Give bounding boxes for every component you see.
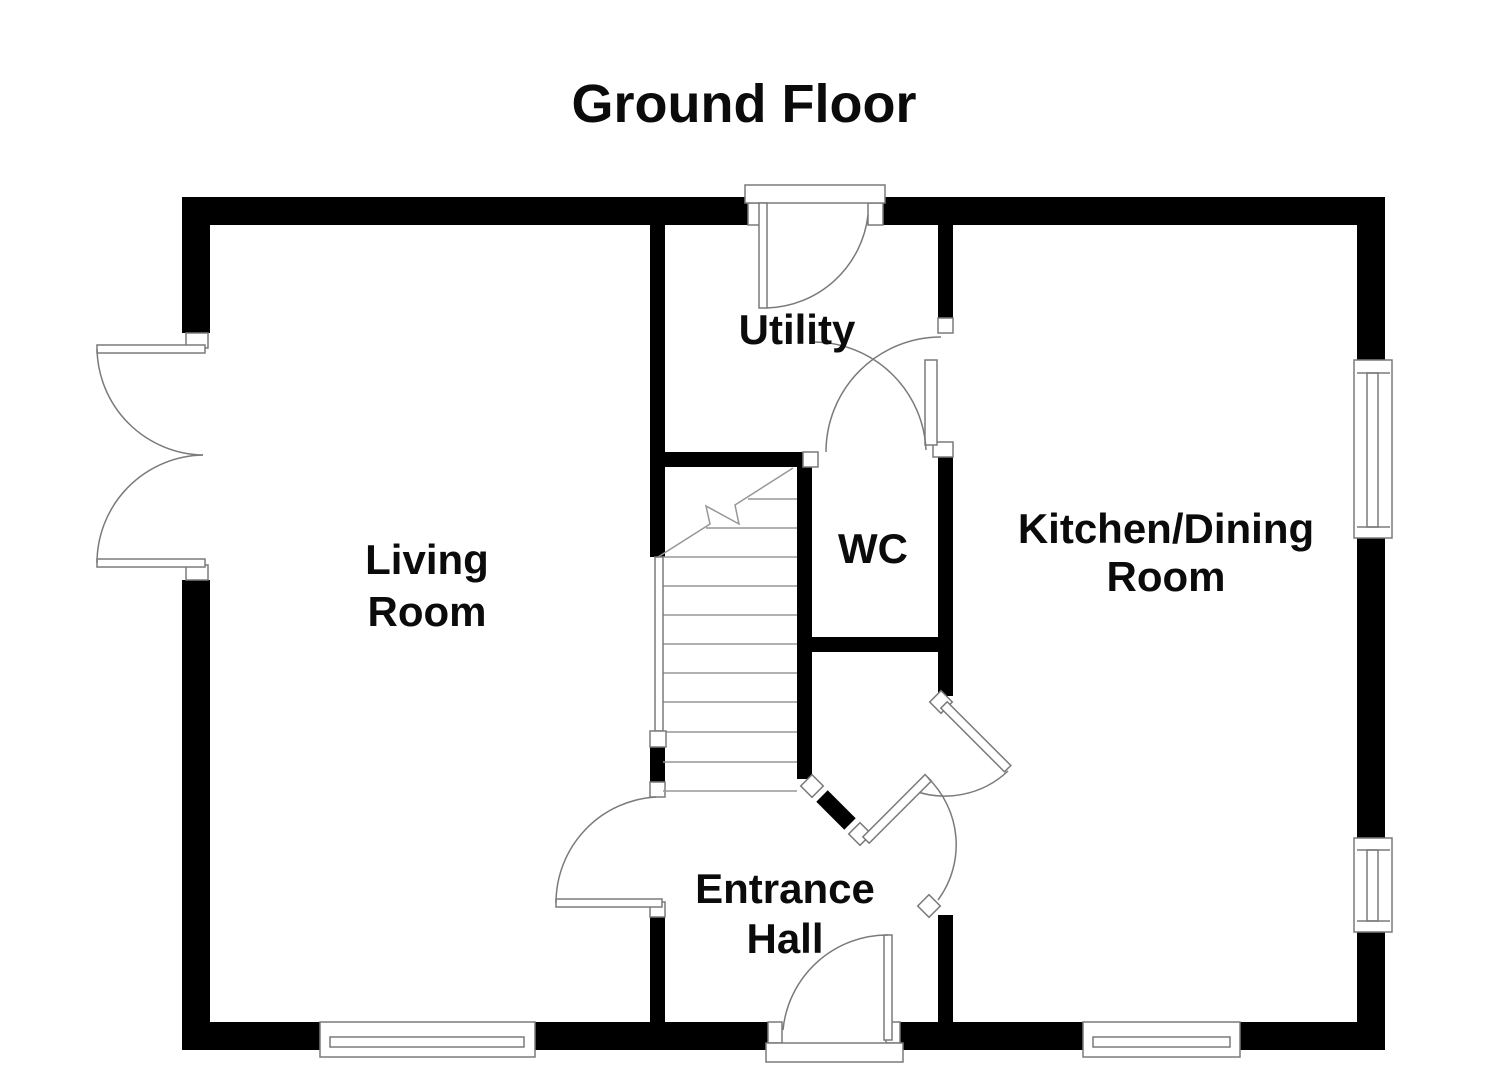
angled-wall-stub bbox=[816, 790, 856, 830]
window-kitchen-right-upper bbox=[1353, 359, 1393, 539]
staircase bbox=[657, 467, 797, 792]
window-kitchen-right-lower bbox=[1353, 837, 1393, 933]
window-living-room bbox=[319, 1021, 536, 1058]
room-label-wc: WC bbox=[838, 525, 908, 572]
window-glazing bbox=[1092, 1036, 1231, 1048]
door-jamb bbox=[649, 781, 666, 798]
room-label-kitchen-dining: Kitchen/Dining Room bbox=[1018, 505, 1314, 600]
wc-door bbox=[814, 341, 938, 451]
french-doors bbox=[96, 344, 206, 568]
wall-segment bbox=[182, 1022, 320, 1050]
wall-segment bbox=[1357, 538, 1385, 838]
doors bbox=[96, 202, 1012, 1041]
stair-handrail bbox=[649, 556, 667, 748]
page-title: Ground Floor bbox=[572, 74, 917, 134]
wall-segment bbox=[938, 915, 953, 1022]
room-label-entrance-hall: Entrance Hall bbox=[695, 865, 875, 962]
door-swing-arc bbox=[911, 770, 1009, 797]
door-jamb bbox=[937, 317, 954, 334]
window-glazing bbox=[329, 1036, 525, 1048]
utility-door-threshold bbox=[744, 184, 886, 204]
room-label-living-room: Living Room bbox=[365, 536, 489, 635]
walls bbox=[182, 197, 1385, 1050]
wall-segment bbox=[182, 580, 210, 1050]
wall-segment bbox=[650, 452, 803, 467]
wall-segment bbox=[797, 452, 812, 779]
door-swing-arc bbox=[96, 454, 204, 564]
door-swing-arc bbox=[814, 341, 927, 451]
wall-segment bbox=[1357, 932, 1385, 1050]
room-label-line: Entrance bbox=[695, 865, 875, 912]
door-leaf bbox=[758, 202, 768, 309]
wall-segment bbox=[182, 197, 748, 225]
wall-segment bbox=[650, 225, 665, 557]
door-swing-arc bbox=[927, 777, 957, 901]
door-swing-arc bbox=[766, 214, 869, 309]
window-kitchen-bottom bbox=[1082, 1021, 1241, 1058]
room-label-line: Room bbox=[1107, 553, 1226, 600]
wall-segment bbox=[797, 637, 953, 652]
windows bbox=[319, 359, 1393, 1058]
door-leaf bbox=[939, 700, 1012, 773]
wall-segment bbox=[650, 747, 665, 782]
door-swing-arc bbox=[825, 336, 942, 453]
door-jamb bbox=[802, 451, 819, 468]
door-jamb bbox=[932, 441, 954, 458]
wall-segment bbox=[535, 1022, 768, 1050]
wall-segment bbox=[938, 225, 953, 318]
stair-break-line bbox=[657, 467, 794, 558]
wall-segment bbox=[182, 197, 210, 333]
door-jamb-diamond bbox=[916, 893, 942, 919]
handrail bbox=[654, 556, 664, 732]
hall-angled-door bbox=[861, 773, 957, 901]
room-label-utility: Utility bbox=[739, 306, 856, 353]
room-label-line: Room bbox=[368, 588, 487, 635]
wall-segment bbox=[938, 457, 953, 637]
living-room-door bbox=[555, 796, 663, 908]
door-leaf bbox=[96, 558, 206, 568]
window-glazing bbox=[1366, 849, 1379, 922]
room-label-line: Living bbox=[365, 536, 489, 583]
utility-exterior-door bbox=[758, 202, 869, 309]
door-swing-arc bbox=[555, 796, 657, 904]
front-door-threshold bbox=[765, 1042, 904, 1063]
door-leaf bbox=[555, 898, 663, 908]
room-label-line: Kitchen/Dining bbox=[1018, 505, 1314, 552]
wall-segment bbox=[938, 652, 953, 696]
labels: Ground Floor Living Room Utility WC Kitc… bbox=[365, 74, 1314, 962]
wall-segment bbox=[900, 1022, 1083, 1050]
newel-post bbox=[649, 730, 667, 748]
window-glazing bbox=[1366, 372, 1379, 528]
door-swing-arc bbox=[96, 348, 204, 456]
wall-segment bbox=[1357, 197, 1385, 362]
door-jamb-diamond bbox=[799, 773, 825, 799]
wall-segment bbox=[650, 917, 665, 1022]
door-jamb bbox=[767, 1021, 783, 1044]
door-leaf bbox=[883, 934, 893, 1041]
kitchen-angled-door bbox=[911, 700, 1012, 797]
wall-segment bbox=[883, 197, 1385, 225]
door-leaf bbox=[861, 773, 933, 845]
door-leaf bbox=[924, 359, 938, 446]
door-leaf bbox=[96, 344, 206, 354]
door-swing-arc bbox=[782, 934, 889, 1031]
front-door bbox=[782, 934, 893, 1041]
door-thresholds bbox=[744, 184, 904, 1063]
kitchen-utility-door bbox=[825, 336, 942, 453]
room-label-line: Hall bbox=[746, 915, 823, 962]
door-jamb bbox=[867, 202, 884, 226]
